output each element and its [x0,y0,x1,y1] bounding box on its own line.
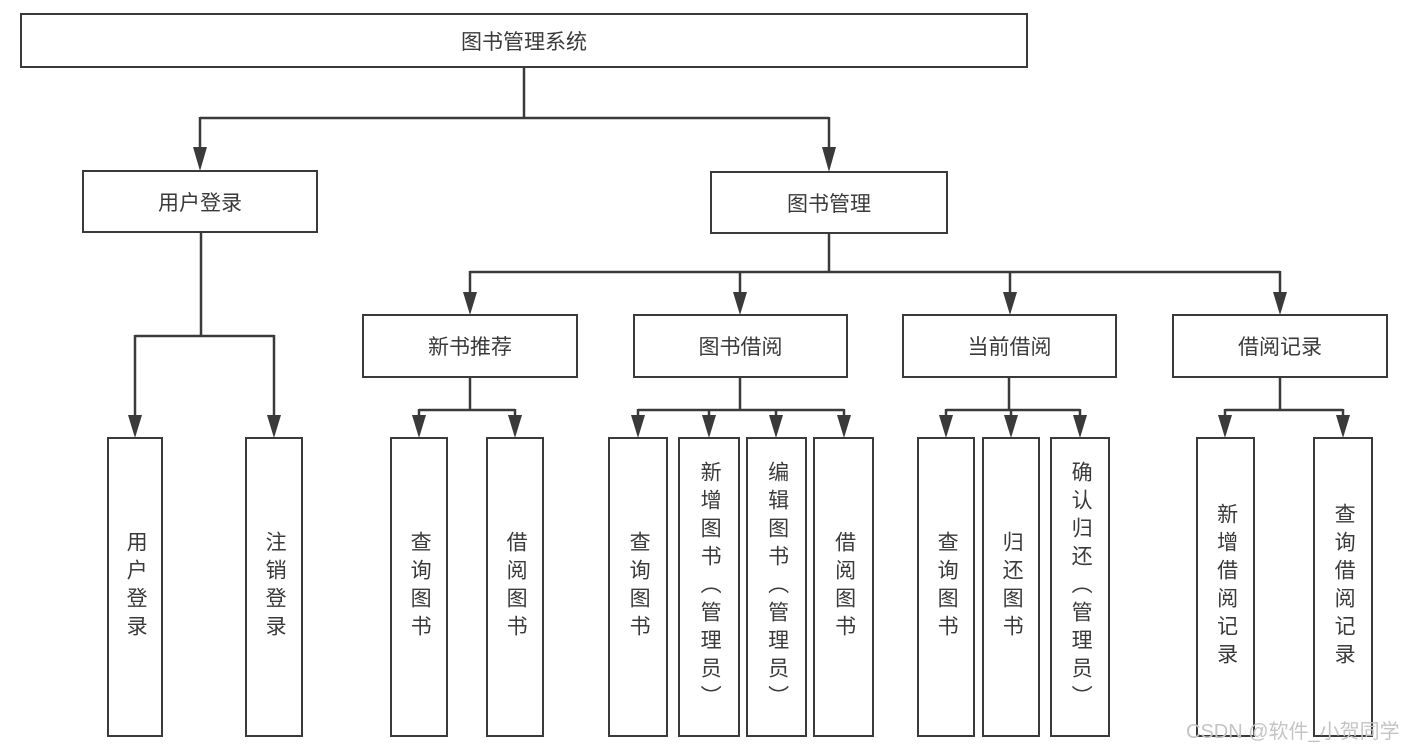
node-label: 当前借阅 [967,336,1052,359]
arrowheads-book-mgmt-children [463,292,1287,315]
node-leaf-logout: 注销登录 [245,437,303,737]
node-label: 新增图书（管理员） [698,461,722,713]
node-leaf-return-books: 归还图书 [982,437,1040,737]
connector-user-login-children [133,233,276,418]
node-label: 查询图书 [408,531,432,643]
node-book-management: 图书管理 [710,171,948,234]
node-label: 图书管理系统 [461,30,587,54]
connector-borrow-records-children [1223,378,1345,418]
node-leaf-query-books-borrow: 查询图书 [608,437,668,737]
node-leaf-borrow-books-rec: 借阅图书 [486,437,544,737]
node-leaf-query-books-current: 查询图书 [917,437,975,737]
node-leaf-add-borrow-record: 新增借阅记录 [1196,437,1255,737]
connector-book-mgmt-children [468,234,1282,295]
node-label: 图书借阅 [698,336,783,359]
node-label: 借阅图书 [504,531,528,643]
node-label: 查询图书 [935,531,959,643]
node-label: 借阅图书 [832,531,856,643]
node-label: 用户登录 [158,191,242,215]
connector-book-borrow-children [636,378,846,418]
node-label: 查询图书 [627,531,651,643]
arrowheads-new-book-rec-children [412,415,522,438]
arrowheads-user-login-children [128,415,281,438]
connector-current-borrow-children [944,378,1082,418]
node-new-book-recommendation: 新书推荐 [362,314,578,378]
node-label: 注销登录 [263,531,287,643]
node-label: 图书管理 [787,192,871,216]
node-label: 用户登录 [124,531,148,643]
arrowheads-level1 [193,147,836,172]
node-leaf-confirm-return-admin: 确认归还（管理员） [1050,437,1110,737]
connector-root-to-level1 [198,68,831,150]
node-label: 新书推荐 [428,336,512,359]
node-user-login: 用户登录 [82,170,318,233]
node-leaf-query-books-rec: 查询图书 [390,437,448,737]
node-library-management-system: 图书管理系统 [20,13,1028,68]
node-label: 借阅记录 [1238,336,1322,359]
node-leaf-user-login: 用户登录 [107,437,163,737]
node-leaf-add-books-admin: 新增图书（管理员） [678,437,740,737]
node-leaf-borrow-books: 借阅图书 [813,437,874,737]
node-leaf-edit-books-admin: 编辑图书（管理员） [746,437,807,737]
arrowheads-current-borrow-children [939,415,1087,438]
node-leaf-query-borrow-record: 查询借阅记录 [1313,437,1373,737]
node-borrowing-records: 借阅记录 [1172,314,1388,378]
csdn-watermark: CSDN @软件_小贺同学 [1186,721,1400,743]
node-current-borrowing: 当前借阅 [902,314,1117,378]
node-label: 确认归还（管理员） [1069,461,1093,713]
node-label: 新增借阅记录 [1214,503,1238,671]
arrowheads-book-borrow-children [631,415,851,438]
node-label: 查询借阅记录 [1332,503,1356,671]
connector-new-book-rec-children [417,378,517,418]
arrowheads-borrow-records-children [1218,415,1350,438]
node-label: 编辑图书（管理员） [765,461,789,713]
node-label: 归还图书 [1000,531,1024,643]
node-book-borrowing: 图书借阅 [633,314,848,378]
